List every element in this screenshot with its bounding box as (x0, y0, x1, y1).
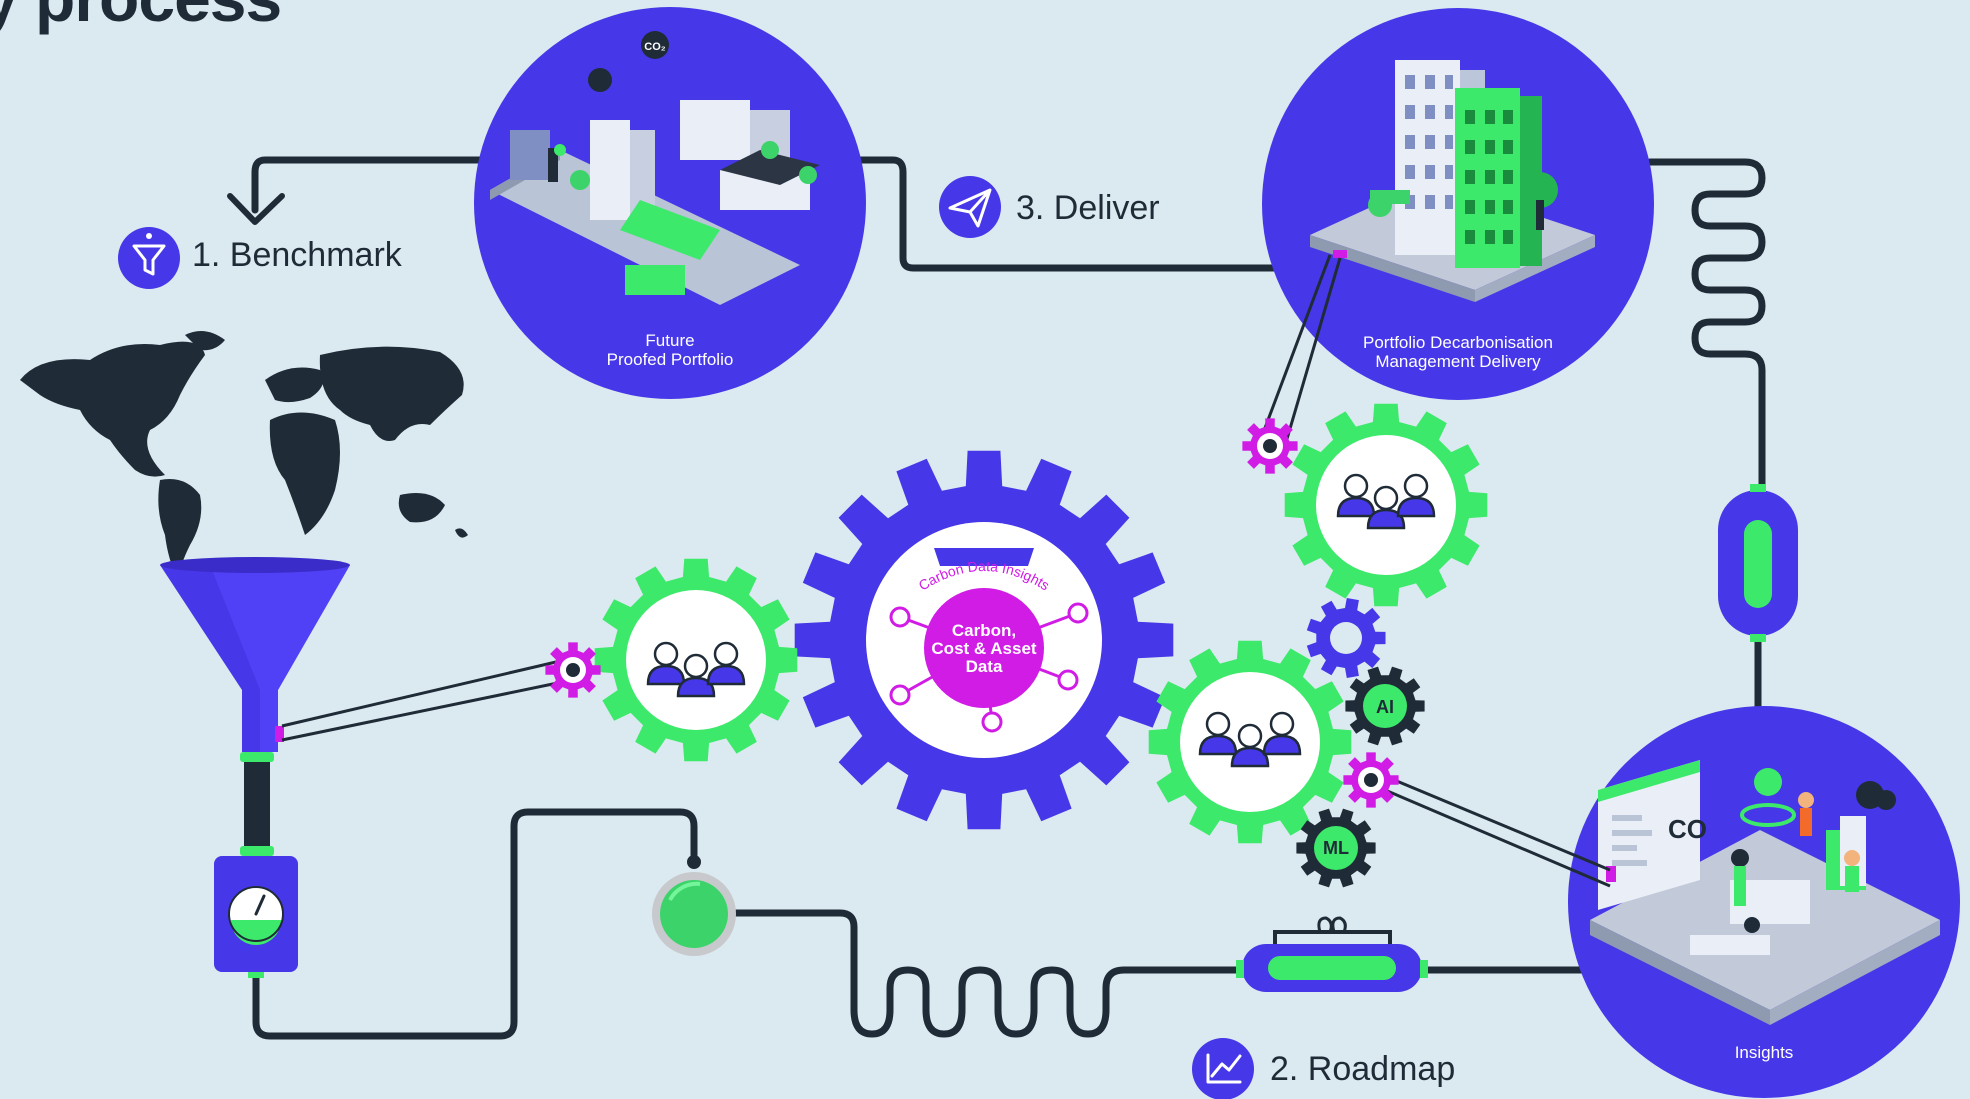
page-title: y process (0, 0, 282, 36)
small-blue-gear (1306, 598, 1386, 678)
bottom-capsule (1236, 916, 1428, 992)
pinkGear3-axle (1364, 773, 1378, 787)
world-map (20, 331, 468, 580)
pulley-gear-top (1242, 418, 1298, 474)
mlGear-hub (1314, 826, 1358, 870)
insights-circle: CO (1568, 706, 1960, 1098)
aiGear-hub (1363, 684, 1407, 728)
pulley-gear-left (545, 642, 601, 698)
pulley-gear-bottom (1343, 752, 1399, 808)
funnel (160, 557, 350, 858)
smallBlueGear-hub (1330, 622, 1362, 654)
step-benchmark-label: 1. Benchmark (192, 236, 402, 274)
ai-gear (1345, 666, 1425, 746)
insights-caption: Insights (1734, 1043, 1794, 1062)
chart-up-icon (1192, 1038, 1254, 1099)
ai-label: AI (1376, 697, 1394, 717)
future-proofed-circle: CO₂ (474, 7, 866, 399)
right-capsule (1718, 484, 1798, 642)
co2-badge: CO₂ (644, 41, 666, 53)
portfolio-delivery-circle (1262, 8, 1654, 400)
portfolio-delivery-caption: Portfolio Decarbonisation Management Del… (1318, 333, 1598, 371)
co-screen-label: CO (1668, 814, 1707, 844)
center-line-1: Carbon, (952, 621, 1016, 640)
step-roadmap-label: 2. Roadmap (1270, 1050, 1456, 1088)
center-gear-content: POWERED BY Carbon Data Insights Carbon, … (866, 522, 1102, 758)
ml-label: ML (1323, 838, 1349, 858)
sensor-bulb (652, 855, 736, 956)
paper-plane-icon (939, 176, 1001, 238)
ml-gear (1296, 808, 1376, 888)
belt-wires (281, 254, 1611, 888)
center-line-2: Cost & Asset (931, 639, 1037, 658)
portfolio-caption-line-1: Portfolio Decarbonisation (1363, 333, 1553, 352)
funnel-icon (118, 227, 180, 289)
future-caption-line-1: Future (645, 331, 695, 350)
powered-by-label: POWERED BY (943, 531, 1025, 545)
center-line-3: Data (966, 657, 1003, 676)
pipes (251, 156, 1766, 1040)
pinkGear2-axle (1263, 439, 1277, 453)
portfolio-caption-line-2: Management Delivery (1375, 352, 1541, 371)
down-arrow-icon (227, 193, 285, 225)
future-caption-line-2: Proofed Portfolio (606, 350, 734, 369)
gauge-icon (214, 856, 298, 978)
step-deliver-label: 3. Deliver (1016, 189, 1160, 227)
future-proofed-caption: Future Proofed Portfolio (570, 331, 770, 369)
pinkGear1-axle (566, 663, 580, 677)
